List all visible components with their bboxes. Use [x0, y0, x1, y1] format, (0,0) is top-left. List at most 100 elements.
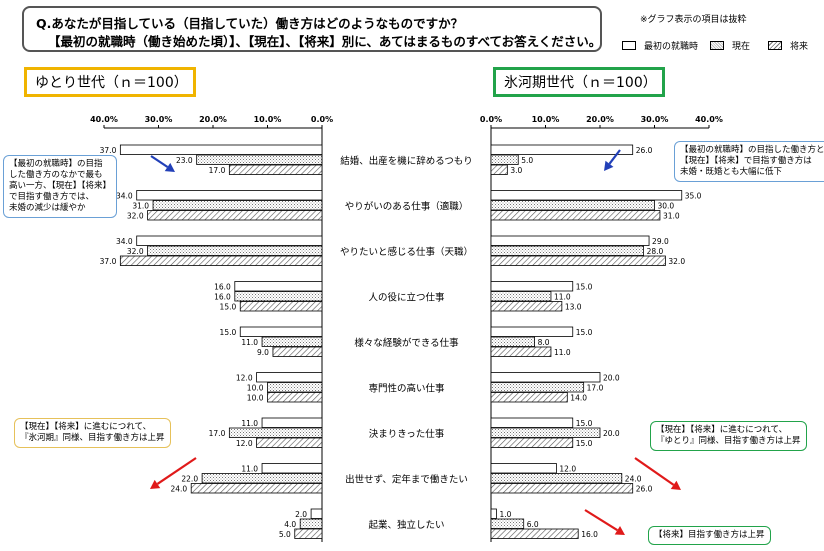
right-bar-value-label: 28.0	[647, 247, 664, 256]
left-bar-value-label: 17.0	[209, 429, 226, 438]
right-tick-label: 30.0%	[641, 115, 669, 124]
callout-left-top-line-1: 【最初の就職時】の目指	[9, 159, 103, 169]
right-bar-future	[490, 346, 552, 357]
callout-right-bottom-line-1: 【将来】目指す働き方は上昇	[654, 530, 765, 540]
right-bar-future	[490, 301, 563, 312]
right-bar-value-label: 30.0	[658, 202, 675, 211]
callout-left-bottom: 【現在】【将来】に進むにつれて、 『氷河期』同様、目指す働き方は上昇	[14, 418, 171, 448]
right-bar-value-label: 6.0	[527, 520, 539, 529]
legend-label-current: 現在	[732, 41, 751, 52]
right-bar-value-label: 29.0	[652, 237, 669, 246]
callout-left-top-line-2: した働き方のなかで最も	[9, 170, 103, 180]
left-bar-value-label: 34.0	[116, 237, 133, 246]
left-bar-current	[152, 200, 323, 211]
callout-right-mid-line-1: 【現在】【将来】に進むにつれて、	[656, 425, 788, 435]
right-tick-label: 40.0%	[695, 115, 723, 124]
callout-left-top-line-4: で目指す働き方では、	[9, 192, 95, 202]
left-bar-value-label: 23.0	[176, 156, 193, 165]
right-bar-value-label: 31.0	[663, 212, 680, 221]
left-bar-value-label: 12.0	[236, 439, 253, 448]
left-bar-future	[190, 483, 323, 494]
left-bar-value-label: 2.0	[295, 510, 307, 519]
right-bar-value-label: 3.0	[510, 166, 522, 175]
legend-item-future: 将来	[768, 39, 808, 52]
callout-left-top: 【最初の就職時】の目指 した働き方のなかで最も 高い一方、【現在】【将来】 で目…	[3, 155, 118, 218]
category-label: 人の役に立つ仕事	[368, 292, 445, 304]
right-bar-initial	[490, 417, 574, 428]
left-bar-value-label: 5.0	[279, 530, 291, 539]
right-bar-value-label: 15.0	[576, 419, 593, 428]
right-bar-value-label: 20.0	[603, 429, 620, 438]
left-bar-value-label: 15.0	[220, 328, 237, 337]
left-bar-current	[196, 154, 323, 165]
callout-left-top-line-5: 未婚の減少は緩やか	[9, 203, 86, 213]
callout-left-bottom-line-1: 【現在】【将来】に進むにつれて、	[20, 422, 152, 432]
right-tick-label: 0.0%	[480, 115, 502, 124]
chart-note: ※グラフ表示の項目は抜粋	[640, 15, 747, 25]
right-group-title: 氷河期世代（ｎ＝100）	[493, 67, 665, 97]
right-bar-future	[490, 255, 666, 266]
left-tick-label: 20.0%	[199, 115, 227, 124]
left-bar-value-label: 11.0	[241, 465, 258, 474]
right-bar-value-label: 14.0	[570, 394, 587, 403]
left-bar-value-label: 16.0	[214, 283, 231, 292]
right-bar-future	[490, 528, 579, 539]
right-bar-value-label: 15.0	[576, 283, 593, 292]
callout-left-bottom-line-2: 『氷河期』同様、目指す働き方は上昇	[20, 433, 165, 443]
left-bar-value-label: 9.0	[257, 348, 269, 357]
left-bar-value-label: 32.0	[127, 212, 144, 221]
left-bar-initial	[256, 372, 323, 383]
question-line-2: 【最初の就職時（働き始めた頃）】、【現在】、【将来】別に、あてはまるものすべてお…	[48, 34, 602, 49]
right-bar-value-label: 17.0	[587, 384, 604, 393]
right-bar-value-label: 32.0	[668, 257, 685, 266]
left-bar-value-label: 37.0	[100, 257, 117, 266]
category-label: やりたいと感じる仕事（天職）	[340, 246, 473, 258]
left-tick-label: 10.0%	[254, 115, 282, 124]
left-bar-initial	[261, 417, 323, 428]
right-bar-value-label: 35.0	[685, 192, 702, 201]
right-bar-value-label: 16.0	[581, 530, 598, 539]
right-bar-future	[490, 210, 661, 221]
left-tick-label: 0.0%	[311, 115, 333, 124]
right-bar-current	[490, 336, 535, 347]
left-bar-initial	[261, 463, 323, 474]
left-bar-value-label: 10.0	[247, 394, 264, 403]
left-bar-value-label: 17.0	[209, 166, 226, 175]
arrow-left-bottom	[150, 457, 197, 489]
left-tick-label: 40.0%	[90, 115, 118, 124]
right-bar-initial	[490, 463, 557, 474]
left-tick-label: 30.0%	[145, 115, 173, 124]
right-bar-value-label: 15.0	[576, 439, 593, 448]
right-bar-value-label: 11.0	[554, 348, 571, 357]
legend-swatch-future	[768, 40, 782, 50]
category-label: やりがいのある仕事（適職）	[345, 201, 469, 213]
right-bar-value-label: 12.0	[559, 465, 576, 474]
category-label: 結婚、出産を機に辞めるつもり	[340, 155, 473, 167]
arrow-right-mid	[634, 457, 681, 490]
left-bar-value-label: 31.0	[132, 202, 149, 211]
category-label: 専門性の高い仕事	[368, 383, 445, 395]
right-bar-initial	[490, 281, 574, 292]
left-bar-current	[234, 291, 323, 302]
callout-right-bottom: 【将来】目指す働き方は上昇	[648, 526, 771, 545]
category-label: 起業、独立したい	[368, 519, 444, 531]
left-bar-value-label: 10.0	[247, 384, 264, 393]
callout-right-mid: 【現在】【将来】に進むにつれて、 『ゆとり』同様、目指す働き方は上昇	[650, 421, 807, 451]
legend-item-initial: 最初の就職時	[622, 39, 698, 52]
left-bar-future	[228, 164, 323, 175]
left-bar-initial	[136, 235, 323, 246]
left-bar-current	[261, 336, 323, 347]
arrow-right-top	[604, 149, 621, 171]
right-bar-value-label: 24.0	[625, 475, 642, 484]
left-bar-current	[201, 473, 323, 484]
left-bar-future	[119, 255, 323, 266]
callout-left-top-line-3: 高い一方、【現在】【将来】	[9, 181, 112, 191]
left-bar-initial	[310, 508, 323, 519]
right-bar-value-label: 11.0	[554, 293, 571, 302]
left-bar-initial	[234, 281, 323, 292]
category-label: 出世せず、定年まで働きたい	[345, 474, 468, 486]
left-bar-current	[267, 382, 323, 393]
right-tick-label: 10.0%	[532, 115, 560, 124]
right-bar-current	[490, 382, 585, 393]
legend-swatch-initial	[622, 40, 636, 50]
